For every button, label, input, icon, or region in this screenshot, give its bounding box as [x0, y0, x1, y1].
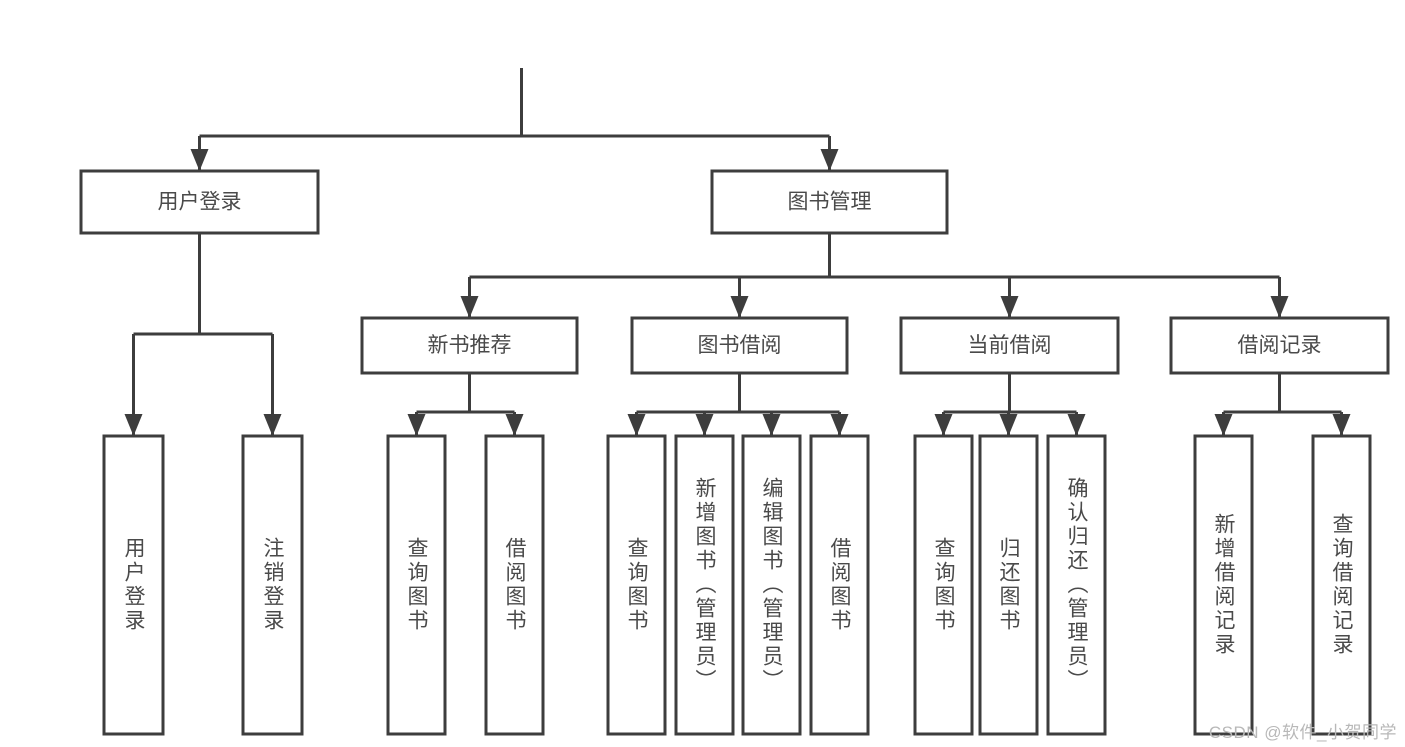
- leaf-box-3[interactable]: [484, 434, 545, 736]
- leaf-box-1[interactable]: [241, 434, 304, 736]
- arrow-head-icon: [730, 296, 749, 318]
- arrow-head-icon: [407, 414, 426, 436]
- arrow-head-icon: [190, 149, 209, 171]
- node-label-level3-2: 当前借阅: [968, 334, 1052, 357]
- leaf-box-0[interactable]: [102, 434, 165, 736]
- node-box-level3-2[interactable]: [899, 316, 1120, 375]
- node-boxes-layer: [79, 169, 1390, 736]
- leaf-box-6[interactable]: [741, 434, 802, 736]
- leaf-box-11[interactable]: [1193, 434, 1254, 736]
- node-box-level3-0[interactable]: [360, 316, 579, 375]
- arrow-head-icon: [999, 414, 1018, 436]
- node-box-level2-1[interactable]: [710, 169, 949, 235]
- arrow-head-icon: [505, 414, 524, 436]
- node-label-level3-0: 新书推荐: [428, 334, 512, 357]
- arrow-head-icon: [627, 414, 646, 436]
- arrow-head-icon: [124, 414, 143, 436]
- leaf-box-9[interactable]: [978, 434, 1039, 736]
- arrow-head-icon: [695, 414, 714, 436]
- arrow-head-icon: [934, 414, 953, 436]
- arrow-head-icon: [762, 414, 781, 436]
- node-box-level2-0[interactable]: [79, 169, 320, 235]
- arrow-head-icon: [1332, 414, 1351, 436]
- node-box-level3-1[interactable]: [630, 316, 849, 375]
- arrow-head-icon: [1214, 414, 1233, 436]
- node-box-level3-3[interactable]: [1169, 316, 1390, 375]
- connector-lines-layer: [124, 68, 1351, 436]
- arrow-head-icon: [1067, 414, 1086, 436]
- leaf-box-8[interactable]: [913, 434, 974, 736]
- leaf-box-2[interactable]: [386, 434, 447, 736]
- arrow-head-icon: [460, 296, 479, 318]
- arrow-head-icon: [830, 414, 849, 436]
- leaf-box-4[interactable]: [606, 434, 667, 736]
- leaf-box-5[interactable]: [674, 434, 735, 736]
- arrow-head-icon: [1000, 296, 1019, 318]
- node-label-level2-0: 用户登录: [158, 191, 242, 214]
- node-label-level3-1: 图书借阅: [698, 334, 782, 357]
- node-label-level3-3: 借阅记录: [1238, 334, 1322, 357]
- leaf-box-10[interactable]: [1046, 434, 1107, 736]
- arrow-head-icon: [1270, 296, 1289, 318]
- watermark-text: CSDN @软件_小贺同学: [1208, 723, 1397, 742]
- leaf-box-12[interactable]: [1311, 434, 1372, 736]
- arrow-head-icon: [263, 414, 282, 436]
- leaf-box-7[interactable]: [809, 434, 870, 736]
- node-label-level2-1: 图书管理: [788, 191, 872, 214]
- arrow-head-icon: [820, 149, 839, 171]
